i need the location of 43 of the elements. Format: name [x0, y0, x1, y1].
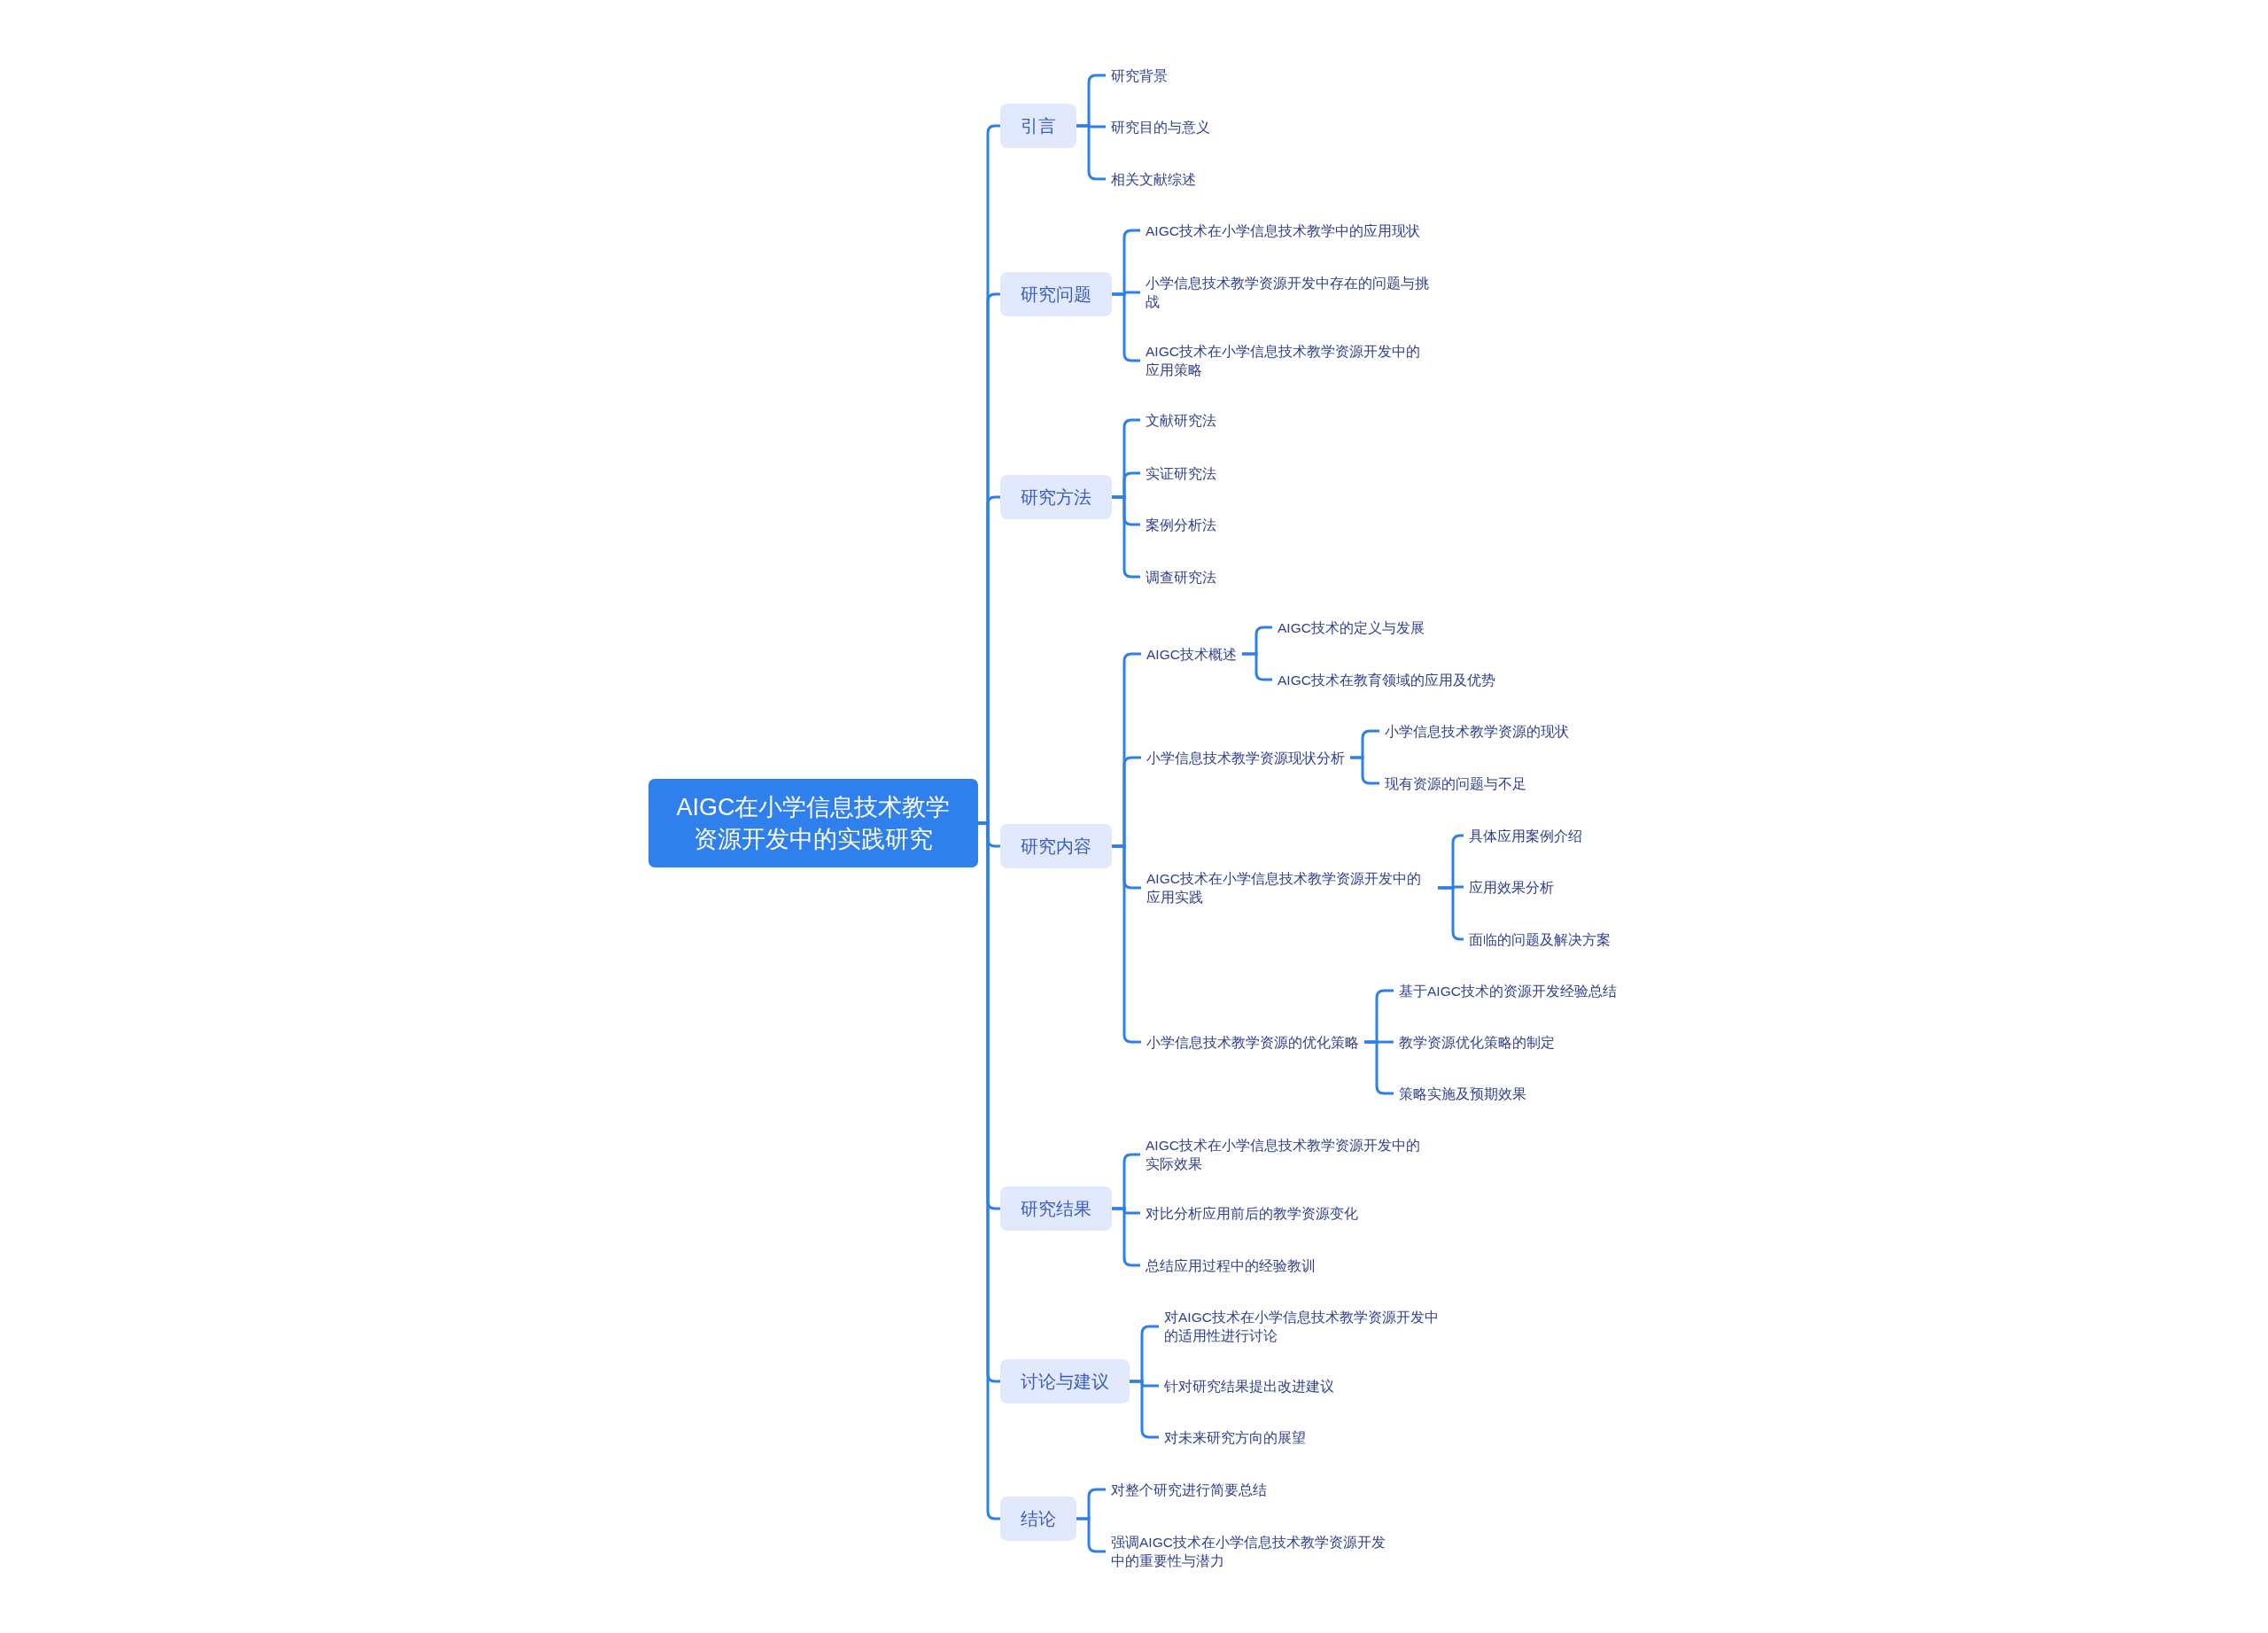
- subtopic-text: 面临的问题及解决方案: [1469, 929, 1611, 949]
- subtopic-text: 小学信息技术教学资源的现状: [1385, 721, 1569, 741]
- subtopic-text: 研究目的与意义: [1111, 117, 1210, 136]
- subtopic-text: AIGC技术的定义与发展: [1278, 618, 1425, 637]
- subtopic-text: 案例分析法: [1146, 515, 1216, 534]
- central-topic: AIGC在小学信息技术教学资源开发中的实践研究: [649, 779, 978, 867]
- subtopic-text: 小学信息技术教学资源的优化策略: [1146, 1032, 1359, 1052]
- subtopic-text: AIGC技术在教育领域的应用及优势: [1278, 670, 1495, 689]
- subtopic-text: AIGC技术在小学信息技术教学资源开发中的实际效果: [1146, 1136, 1432, 1173]
- subtopic-text: AIGC技术在小学信息技术教学资源开发中的应用实践: [1146, 869, 1433, 906]
- topic-box: 研究内容: [1000, 824, 1112, 868]
- branch-connector: [1241, 652, 1272, 681]
- subtopic-text: 策略实施及预期效果: [1399, 1084, 1526, 1103]
- subtopic-text: 实证研究法: [1146, 463, 1216, 483]
- subtopic-text: 小学信息技术教学资源现状分析: [1146, 748, 1345, 767]
- topic-box: 研究结果: [1000, 1186, 1112, 1231]
- branch-connector: [1076, 1517, 1106, 1553]
- topic-box: 引言: [1000, 104, 1076, 148]
- topic-box: 研究方法: [1000, 475, 1112, 519]
- subtopic-text: 研究背景: [1111, 66, 1168, 85]
- subtopic-text: AIGC技术在小学信息技术教学资源开发中的应用策略: [1146, 342, 1432, 379]
- subtopic-text: 具体应用案例介绍: [1469, 826, 1582, 845]
- subtopic-text: 对整个研究进行简要总结: [1111, 1480, 1267, 1499]
- topic-box: 研究问题: [1000, 272, 1112, 316]
- subtopic-text: 现有资源的问题与不足: [1385, 774, 1526, 793]
- subtopic-text: 调查研究法: [1146, 567, 1216, 587]
- subtopic-text: 教学资源优化策略的制定: [1399, 1032, 1555, 1052]
- subtopic-text: AIGC技术在小学信息技术教学中的应用现状: [1146, 221, 1420, 240]
- subtopic-text: 强调AIGC技术在小学信息技术教学资源开发中的重要性与潜力: [1111, 1533, 1397, 1570]
- subtopic-text: 对未来研究方向的展望: [1164, 1427, 1306, 1447]
- subtopic-text: 小学信息技术教学资源开发中存在的问题与挑战: [1146, 274, 1432, 311]
- subtopic-text: 针对研究结果提出改进建议: [1164, 1376, 1334, 1396]
- subtopic-text: 对AIGC技术在小学信息技术教学资源开发中的适用性进行讨论: [1164, 1308, 1450, 1345]
- subtopic-text: 应用效果分析: [1469, 877, 1554, 897]
- subtopic-text: 对比分析应用前后的教学资源变化: [1146, 1203, 1358, 1223]
- branch-connector: [1350, 756, 1379, 785]
- topic-box: 结论: [1000, 1497, 1076, 1541]
- topic-box: 讨论与建议: [1000, 1359, 1130, 1404]
- subtopic-text: AIGC技术概述: [1146, 644, 1237, 664]
- subtopic-text: 总结应用过程中的经验教训: [1146, 1256, 1316, 1275]
- subtopic-text: 基于AIGC技术的资源开发经验总结: [1399, 981, 1617, 1000]
- subtopic-text: 相关文献综述: [1111, 169, 1196, 189]
- subtopic-text: 文献研究法: [1146, 410, 1216, 430]
